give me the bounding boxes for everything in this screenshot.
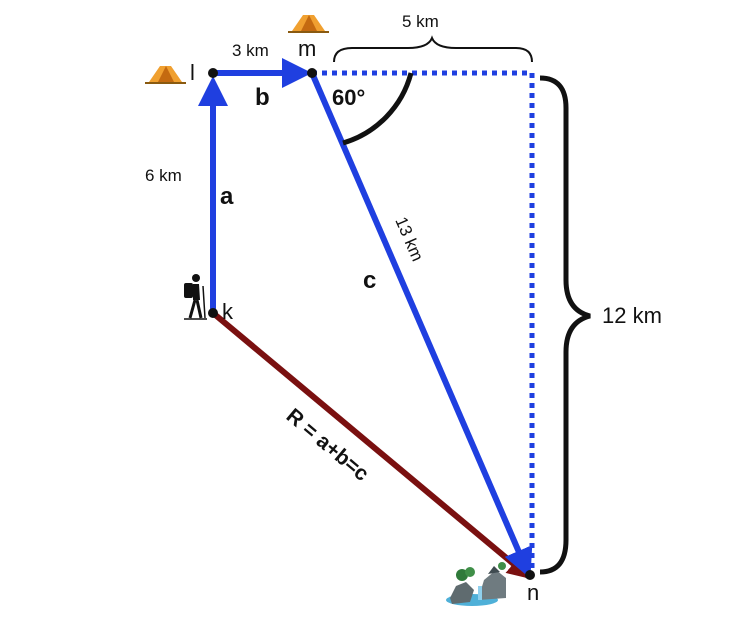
distance-label-b: 3 km [232, 41, 269, 60]
angle-arc [342, 72, 414, 146]
resultant-label: R = a+b=c [282, 404, 374, 486]
vector-label-a: a [220, 183, 234, 210]
point-k-dot [208, 308, 218, 318]
distance-label-c: 13 km [391, 214, 427, 264]
vector-label-b: b [255, 84, 270, 111]
point-label-k: k [222, 299, 234, 324]
tent-icon [145, 66, 186, 84]
point-label-n: n [527, 580, 539, 605]
point-n-dot [525, 570, 535, 580]
distance-label-top: 5 km [402, 12, 439, 31]
resultant-vector [211, 310, 532, 580]
top-brace [333, 35, 533, 63]
point-label-l: l [190, 60, 195, 85]
distance-label-right: 12 km [602, 303, 662, 328]
vector-label-c: c [363, 267, 376, 294]
tent-icon [288, 15, 329, 33]
point-m-dot [307, 68, 317, 78]
right-brace [539, 75, 591, 575]
point-label-m: m [298, 36, 316, 61]
point-l-dot [208, 68, 218, 78]
waterfall-rocks-icon [446, 562, 506, 606]
hiker-icon [184, 274, 207, 320]
angle-label: 60° [332, 85, 365, 110]
vector-c [309, 71, 533, 579]
distance-label-a: 6 km [145, 166, 182, 185]
